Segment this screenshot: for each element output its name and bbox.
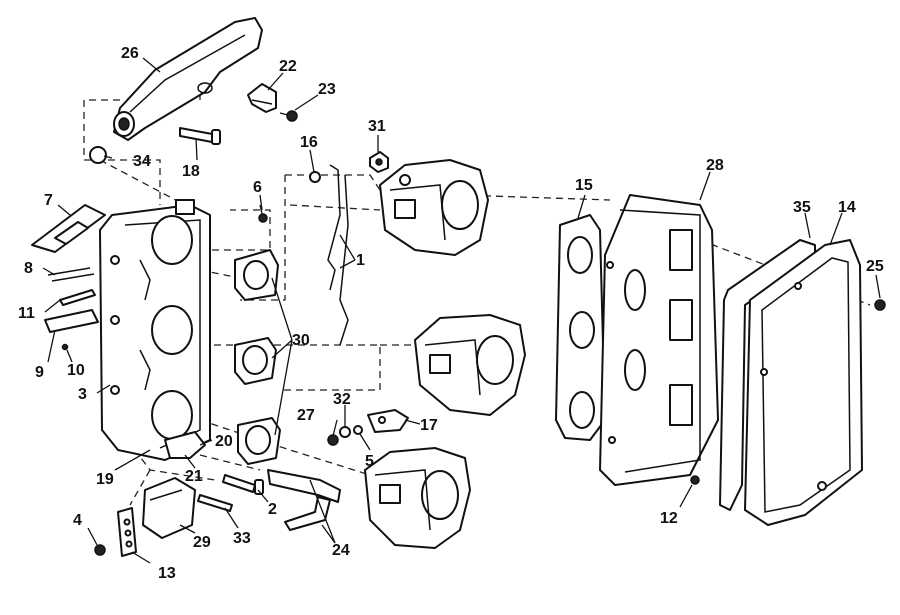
part-13-plate xyxy=(117,507,137,557)
part-28-housing xyxy=(599,194,719,486)
callout-21: 21 xyxy=(185,468,203,485)
callout-12: 12 xyxy=(660,510,678,527)
callout-10: 10 xyxy=(67,362,85,379)
part-10-screw xyxy=(61,343,69,351)
part-21-bracket xyxy=(164,431,206,459)
part-32-washer xyxy=(339,426,351,438)
leader-lines xyxy=(42,57,881,564)
callout-9: 9 xyxy=(35,364,44,381)
callout-19: 19 xyxy=(96,471,114,488)
part-18-bolt xyxy=(179,127,221,145)
part-6-screw xyxy=(258,204,268,223)
part-35-gasket xyxy=(719,239,816,511)
part-29-block xyxy=(142,477,196,539)
callout-33: 33 xyxy=(233,530,251,547)
carburetor-top xyxy=(379,159,489,256)
callout-7: 7 xyxy=(44,192,53,209)
callout-24: 24 xyxy=(332,542,350,559)
part-7-reed xyxy=(31,204,106,253)
part-23-screw xyxy=(279,110,298,122)
callout-1: 1 xyxy=(356,252,365,269)
callout-31: 31 xyxy=(368,118,386,135)
part-11-stop xyxy=(59,289,96,306)
part-5-washer xyxy=(353,425,363,435)
part-24-hose xyxy=(267,469,341,531)
callout-17: 17 xyxy=(420,417,438,434)
callout-16: 16 xyxy=(300,134,318,151)
callout-28: 28 xyxy=(706,157,724,174)
callout-27: 27 xyxy=(297,407,315,424)
part-22-clip xyxy=(247,83,277,113)
callout-26: 26 xyxy=(121,45,139,62)
part-14-cover xyxy=(744,239,863,526)
part-16-fitting xyxy=(309,171,321,183)
callout-14: 14 xyxy=(838,199,856,216)
callout-3: 3 xyxy=(78,386,87,403)
part-4-screw xyxy=(94,544,106,556)
carburetor-bottom xyxy=(364,447,471,549)
callout-15: 15 xyxy=(575,177,593,194)
part-31-nut xyxy=(369,151,389,173)
callout-8: 8 xyxy=(24,260,33,277)
part-2-bolt xyxy=(222,474,264,495)
callout-30: 30 xyxy=(292,332,310,349)
callout-25: 25 xyxy=(866,258,884,275)
part-17-bracket xyxy=(367,409,409,433)
part-9-petal xyxy=(44,309,99,333)
part-33-screw xyxy=(197,494,233,512)
callout-18: 18 xyxy=(182,163,200,180)
callout-4: 4 xyxy=(73,512,82,529)
callout-20: 20 xyxy=(215,433,233,450)
part-30-gasket-2 xyxy=(234,337,277,385)
part-15-gasket xyxy=(555,214,606,441)
part-26-tube xyxy=(113,17,263,141)
part-34-plug xyxy=(89,146,107,164)
carburetor-middle xyxy=(414,314,526,416)
callout-23: 23 xyxy=(318,81,336,98)
callout-29: 29 xyxy=(193,534,211,551)
callout-5: 5 xyxy=(365,453,374,470)
callout-34: 34 xyxy=(133,153,151,170)
part-30-gasket-3 xyxy=(237,417,281,465)
callout-22: 22 xyxy=(279,58,297,75)
part-27-screw xyxy=(327,434,339,446)
callout-32: 32 xyxy=(333,391,351,408)
callout-13: 13 xyxy=(158,565,176,582)
callout-11: 11 xyxy=(18,305,35,322)
part-12-screw xyxy=(690,475,700,485)
part-3-manifold xyxy=(99,199,211,461)
part-30-gasket-1 xyxy=(234,249,279,301)
part-8-spring xyxy=(47,267,95,282)
callout-6: 6 xyxy=(253,179,262,196)
callout-35: 35 xyxy=(793,199,811,216)
callout-2: 2 xyxy=(268,501,277,518)
part-25-screw xyxy=(874,299,886,311)
callout-labels: 1 2 3 4 5 6 7 8 9 10 11 12 13 14 15 16 1… xyxy=(18,45,884,582)
part-1-linkage xyxy=(327,164,349,346)
